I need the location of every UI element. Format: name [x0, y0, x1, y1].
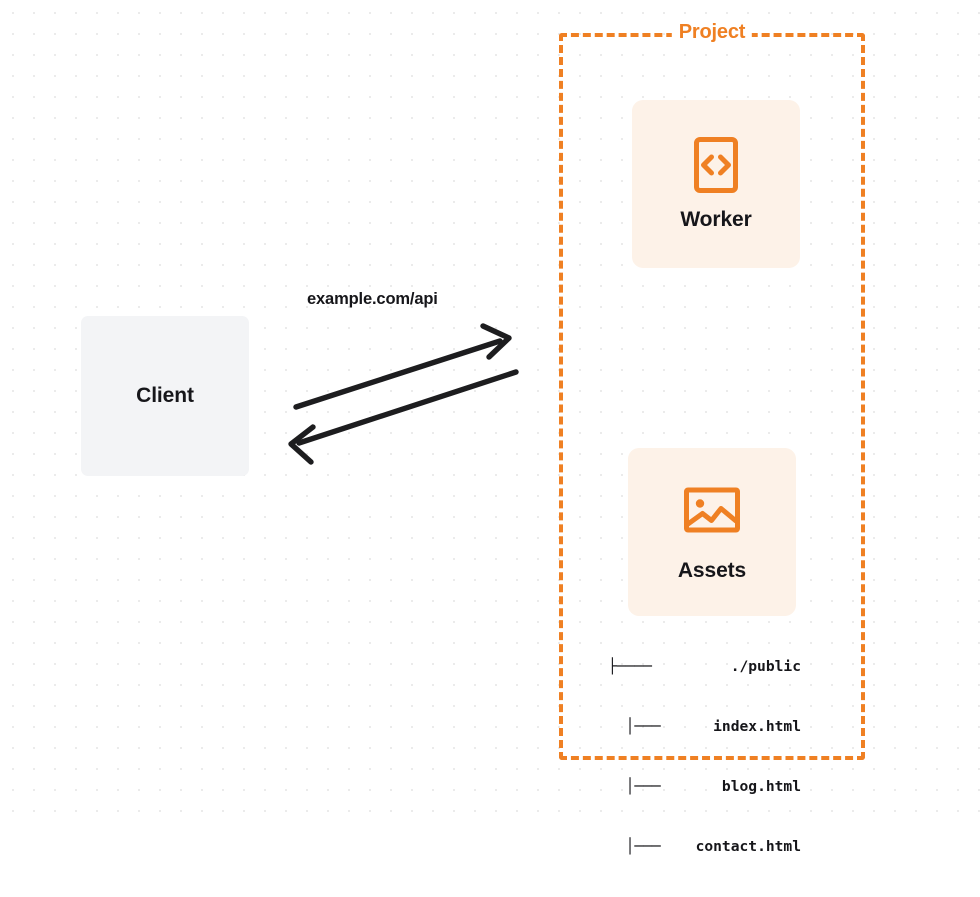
- file-tree-row: ├──── ./public: [608, 657, 801, 677]
- client-node-label: Client: [136, 384, 194, 407]
- code-document-icon: [694, 137, 738, 193]
- image-picture-icon: [684, 487, 740, 533]
- worker-card[interactable]: Worker: [632, 100, 800, 268]
- tree-branch-glyph: │───: [608, 838, 661, 855]
- assets-card[interactable]: Assets: [628, 448, 796, 616]
- file-tree-row: │─── contact.html: [608, 837, 801, 857]
- project-boundary: Project: [559, 21, 865, 760]
- request-arrow: [293, 323, 512, 410]
- project-title: Project: [671, 21, 753, 44]
- tree-branch-glyph: ├────: [608, 658, 652, 675]
- connection-label: example.com/api: [307, 290, 438, 308]
- response-arrow: [288, 369, 519, 465]
- tree-branch-glyph: │───: [608, 778, 661, 795]
- file-tree-row: │─── blog.html: [608, 777, 801, 797]
- worker-card-label: Worker: [680, 208, 752, 231]
- tree-item-name: index.html: [713, 718, 801, 735]
- assets-file-tree: ├──── ./public │─── index.html │─── blog…: [608, 617, 801, 897]
- tree-item-name: ./public: [730, 658, 801, 675]
- tree-item-name: blog.html: [721, 778, 801, 795]
- client-node[interactable]: Client: [81, 316, 249, 476]
- diagram-canvas: Client example.com/api Project Worker: [0, 0, 980, 855]
- assets-card-label: Assets: [677, 559, 747, 582]
- tree-branch-glyph: │───: [608, 718, 661, 735]
- tree-item-name: contact.html: [695, 838, 801, 855]
- file-tree-row: │─── index.html: [608, 717, 801, 737]
